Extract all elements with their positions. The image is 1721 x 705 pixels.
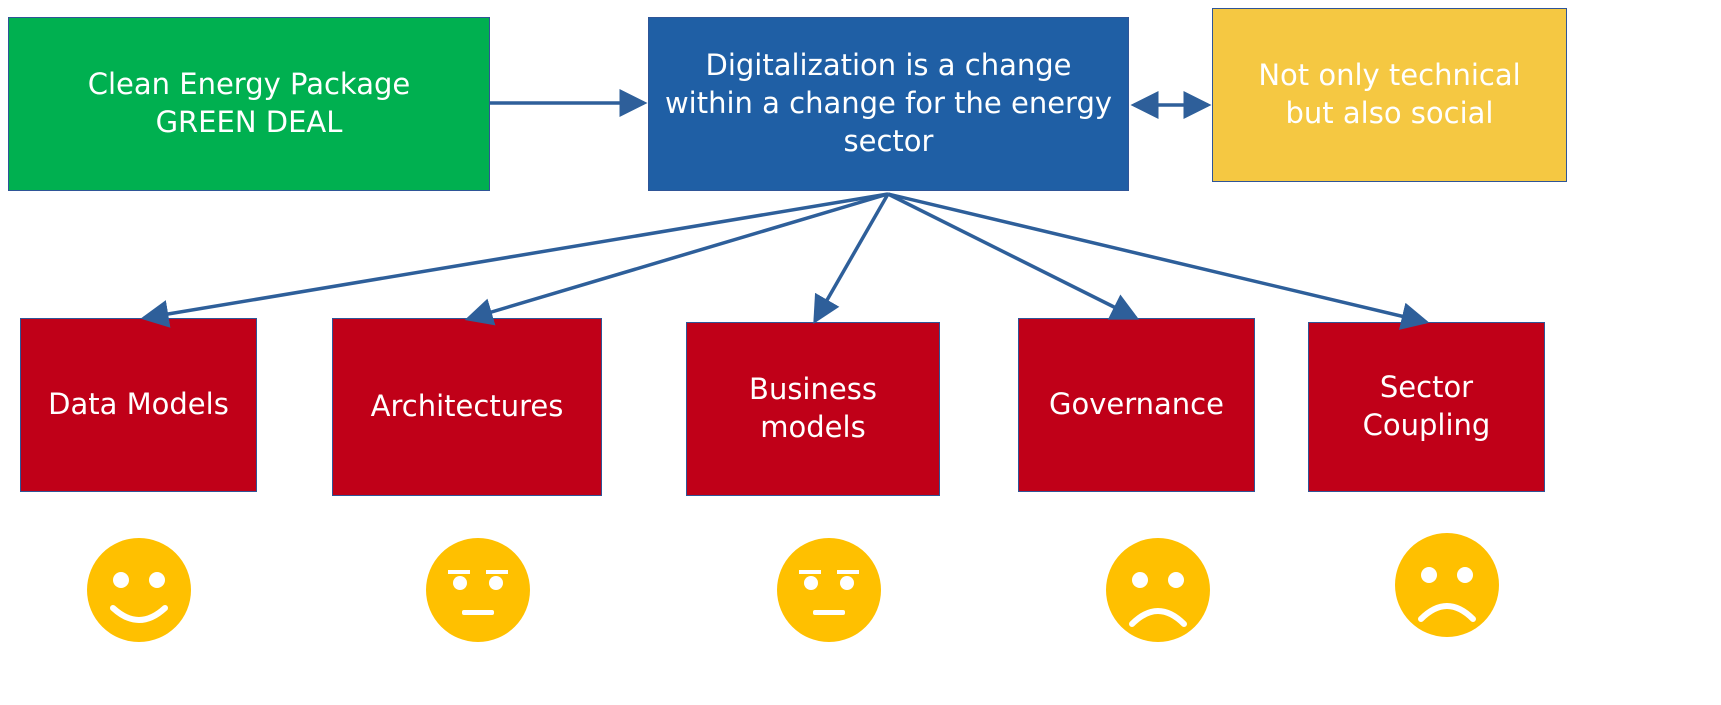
category-sector-coupling: Sector Coupling	[1308, 322, 1545, 492]
frown-face-icon	[1395, 533, 1499, 637]
arrow-to-sector-coupling	[887, 192, 1430, 330]
clean-energy-package-box: Clean Energy Package GREEN DEAL	[8, 17, 490, 191]
neutral-face-icon	[777, 538, 881, 642]
category-data-models: Data Models	[20, 318, 257, 492]
neutral-face-icon	[426, 538, 530, 642]
frown-face-icon	[1106, 538, 1210, 642]
arrow-to-governance	[887, 192, 1140, 320]
smile-face-icon	[87, 538, 191, 642]
arrow-to-business-models	[813, 193, 890, 325]
arrow-to-data-models	[140, 192, 889, 328]
category-governance: Governance	[1018, 318, 1255, 492]
social-technical-box: Not only technical but also social	[1212, 8, 1567, 182]
category-business-models: Business models	[686, 322, 940, 496]
digitalization-box: Digitalization is a change within a chan…	[648, 17, 1129, 191]
arrow-to-architectures	[464, 192, 889, 326]
category-architectures: Architectures	[332, 318, 602, 496]
